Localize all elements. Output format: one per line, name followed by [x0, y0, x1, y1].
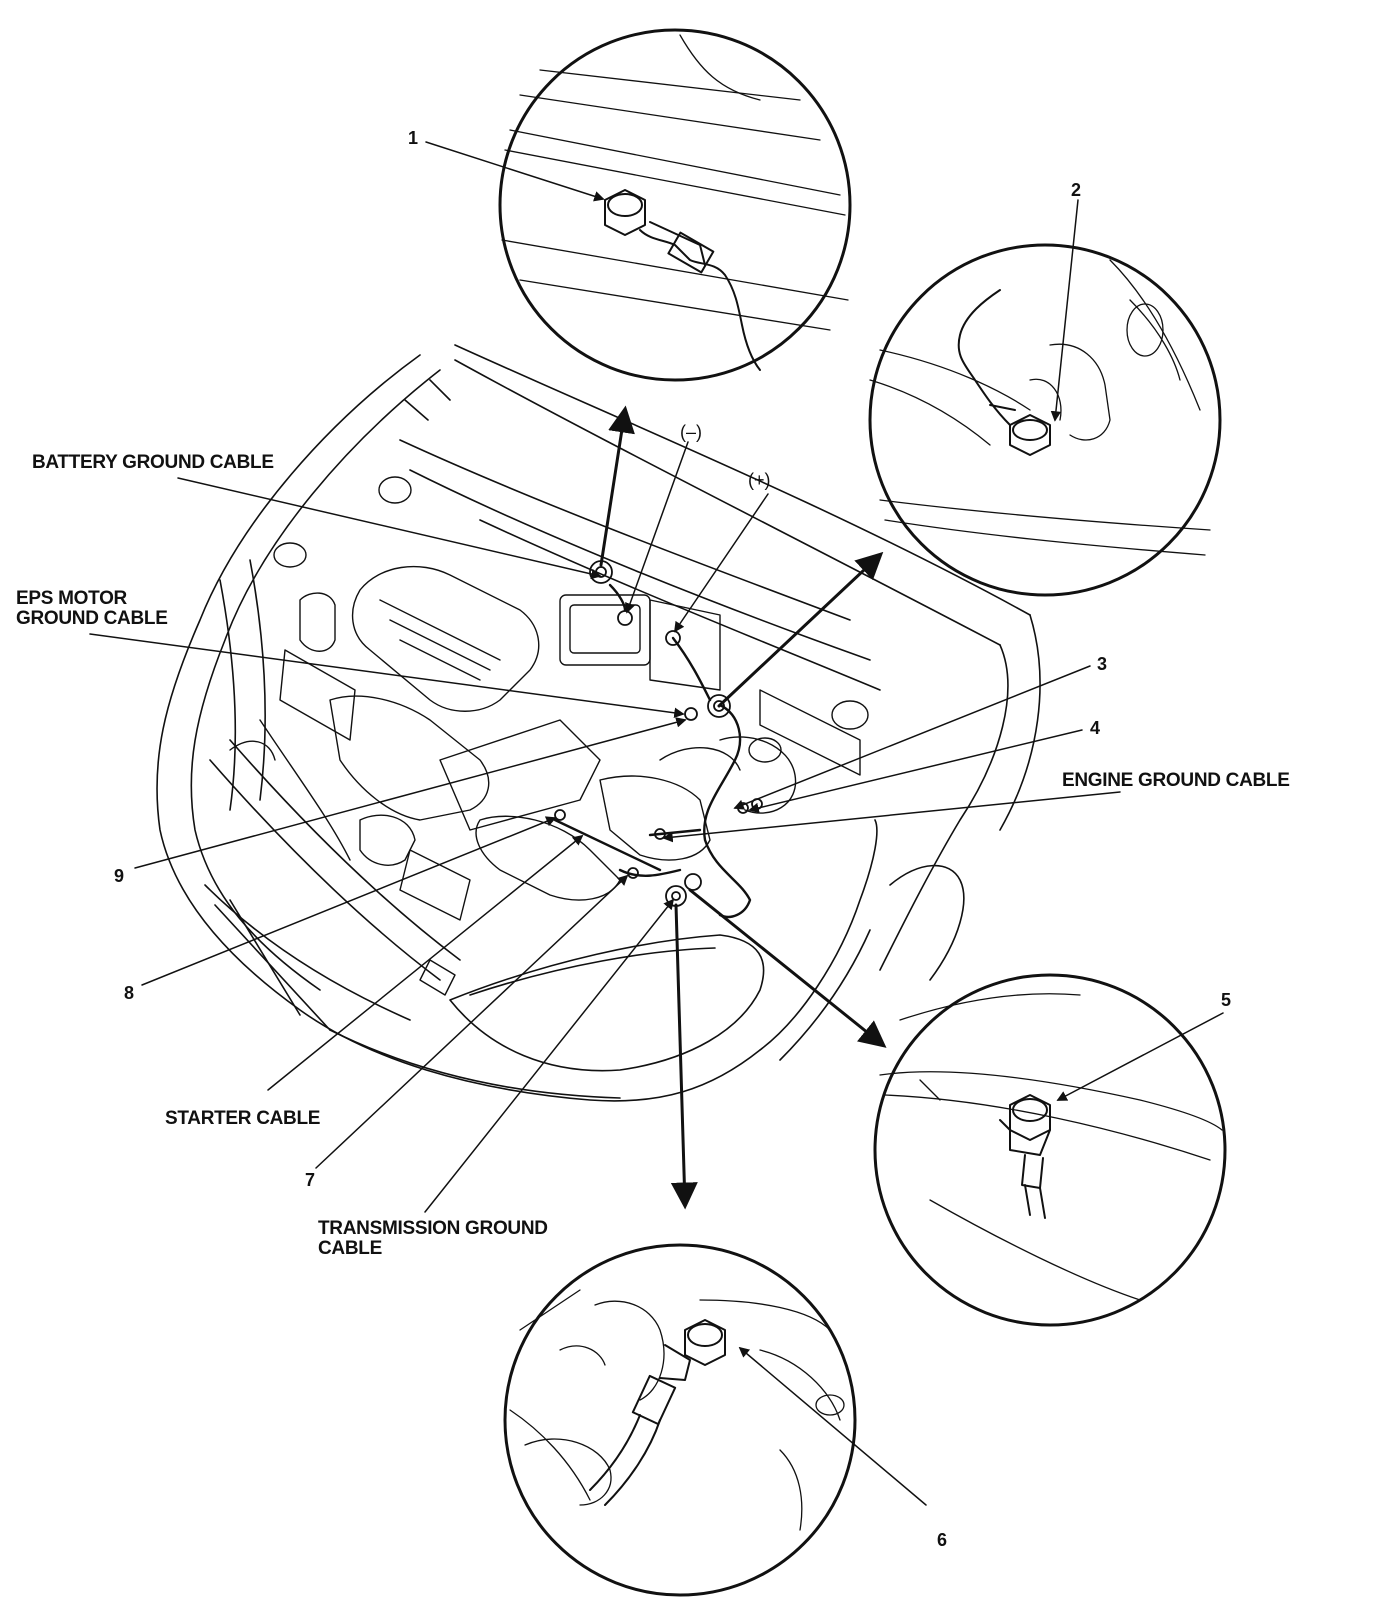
callout-8: 8: [124, 983, 135, 1003]
callout-7: 7: [305, 1170, 316, 1190]
transmission-ground-label-line1: TRANSMISSION GROUND: [318, 1218, 548, 1239]
callout-1: 1: [408, 128, 419, 148]
battery-ground-cable-label: BATTERY GROUND CABLE: [32, 452, 274, 473]
engine-components: [229, 476, 869, 996]
callout-4: 4: [1090, 718, 1101, 738]
positive-terminal-label: (+): [748, 470, 771, 490]
callout-5: 5: [1221, 990, 1232, 1010]
vehicle-front-body: [156, 344, 1041, 1102]
callout-2: 2: [1071, 180, 1082, 200]
detail-arrows: [599, 405, 887, 1210]
callout-3: 3: [1097, 654, 1108, 674]
eps-motor-label-line1: EPS MOTOR: [16, 588, 127, 609]
callout-9: 9: [114, 866, 125, 886]
detail-circle-5: [873, 973, 1227, 1327]
ground-bolt-6: [589, 1319, 726, 1506]
battery-terminal-bolt: [604, 189, 761, 371]
starter-cable-label: STARTER CABLE: [165, 1108, 321, 1129]
eps-motor-label-line2: GROUND CABLE: [16, 608, 168, 629]
label-leaders: [89, 141, 1224, 1506]
detail-circle-2: [868, 243, 1222, 597]
negative-terminal-label: (–): [680, 422, 702, 442]
detail-circle-1: [498, 28, 852, 382]
transmission-ground-label-line2: CABLE: [318, 1238, 382, 1259]
bay-fasteners: [554, 560, 763, 907]
engine-ground-cable-label: ENGINE GROUND CABLE: [1062, 770, 1290, 791]
ground-bolt-2: [957, 289, 1051, 456]
detail-circle-6: [503, 1243, 857, 1597]
ground-bolt-5: [999, 1094, 1051, 1219]
callout-6: 6: [937, 1530, 948, 1550]
